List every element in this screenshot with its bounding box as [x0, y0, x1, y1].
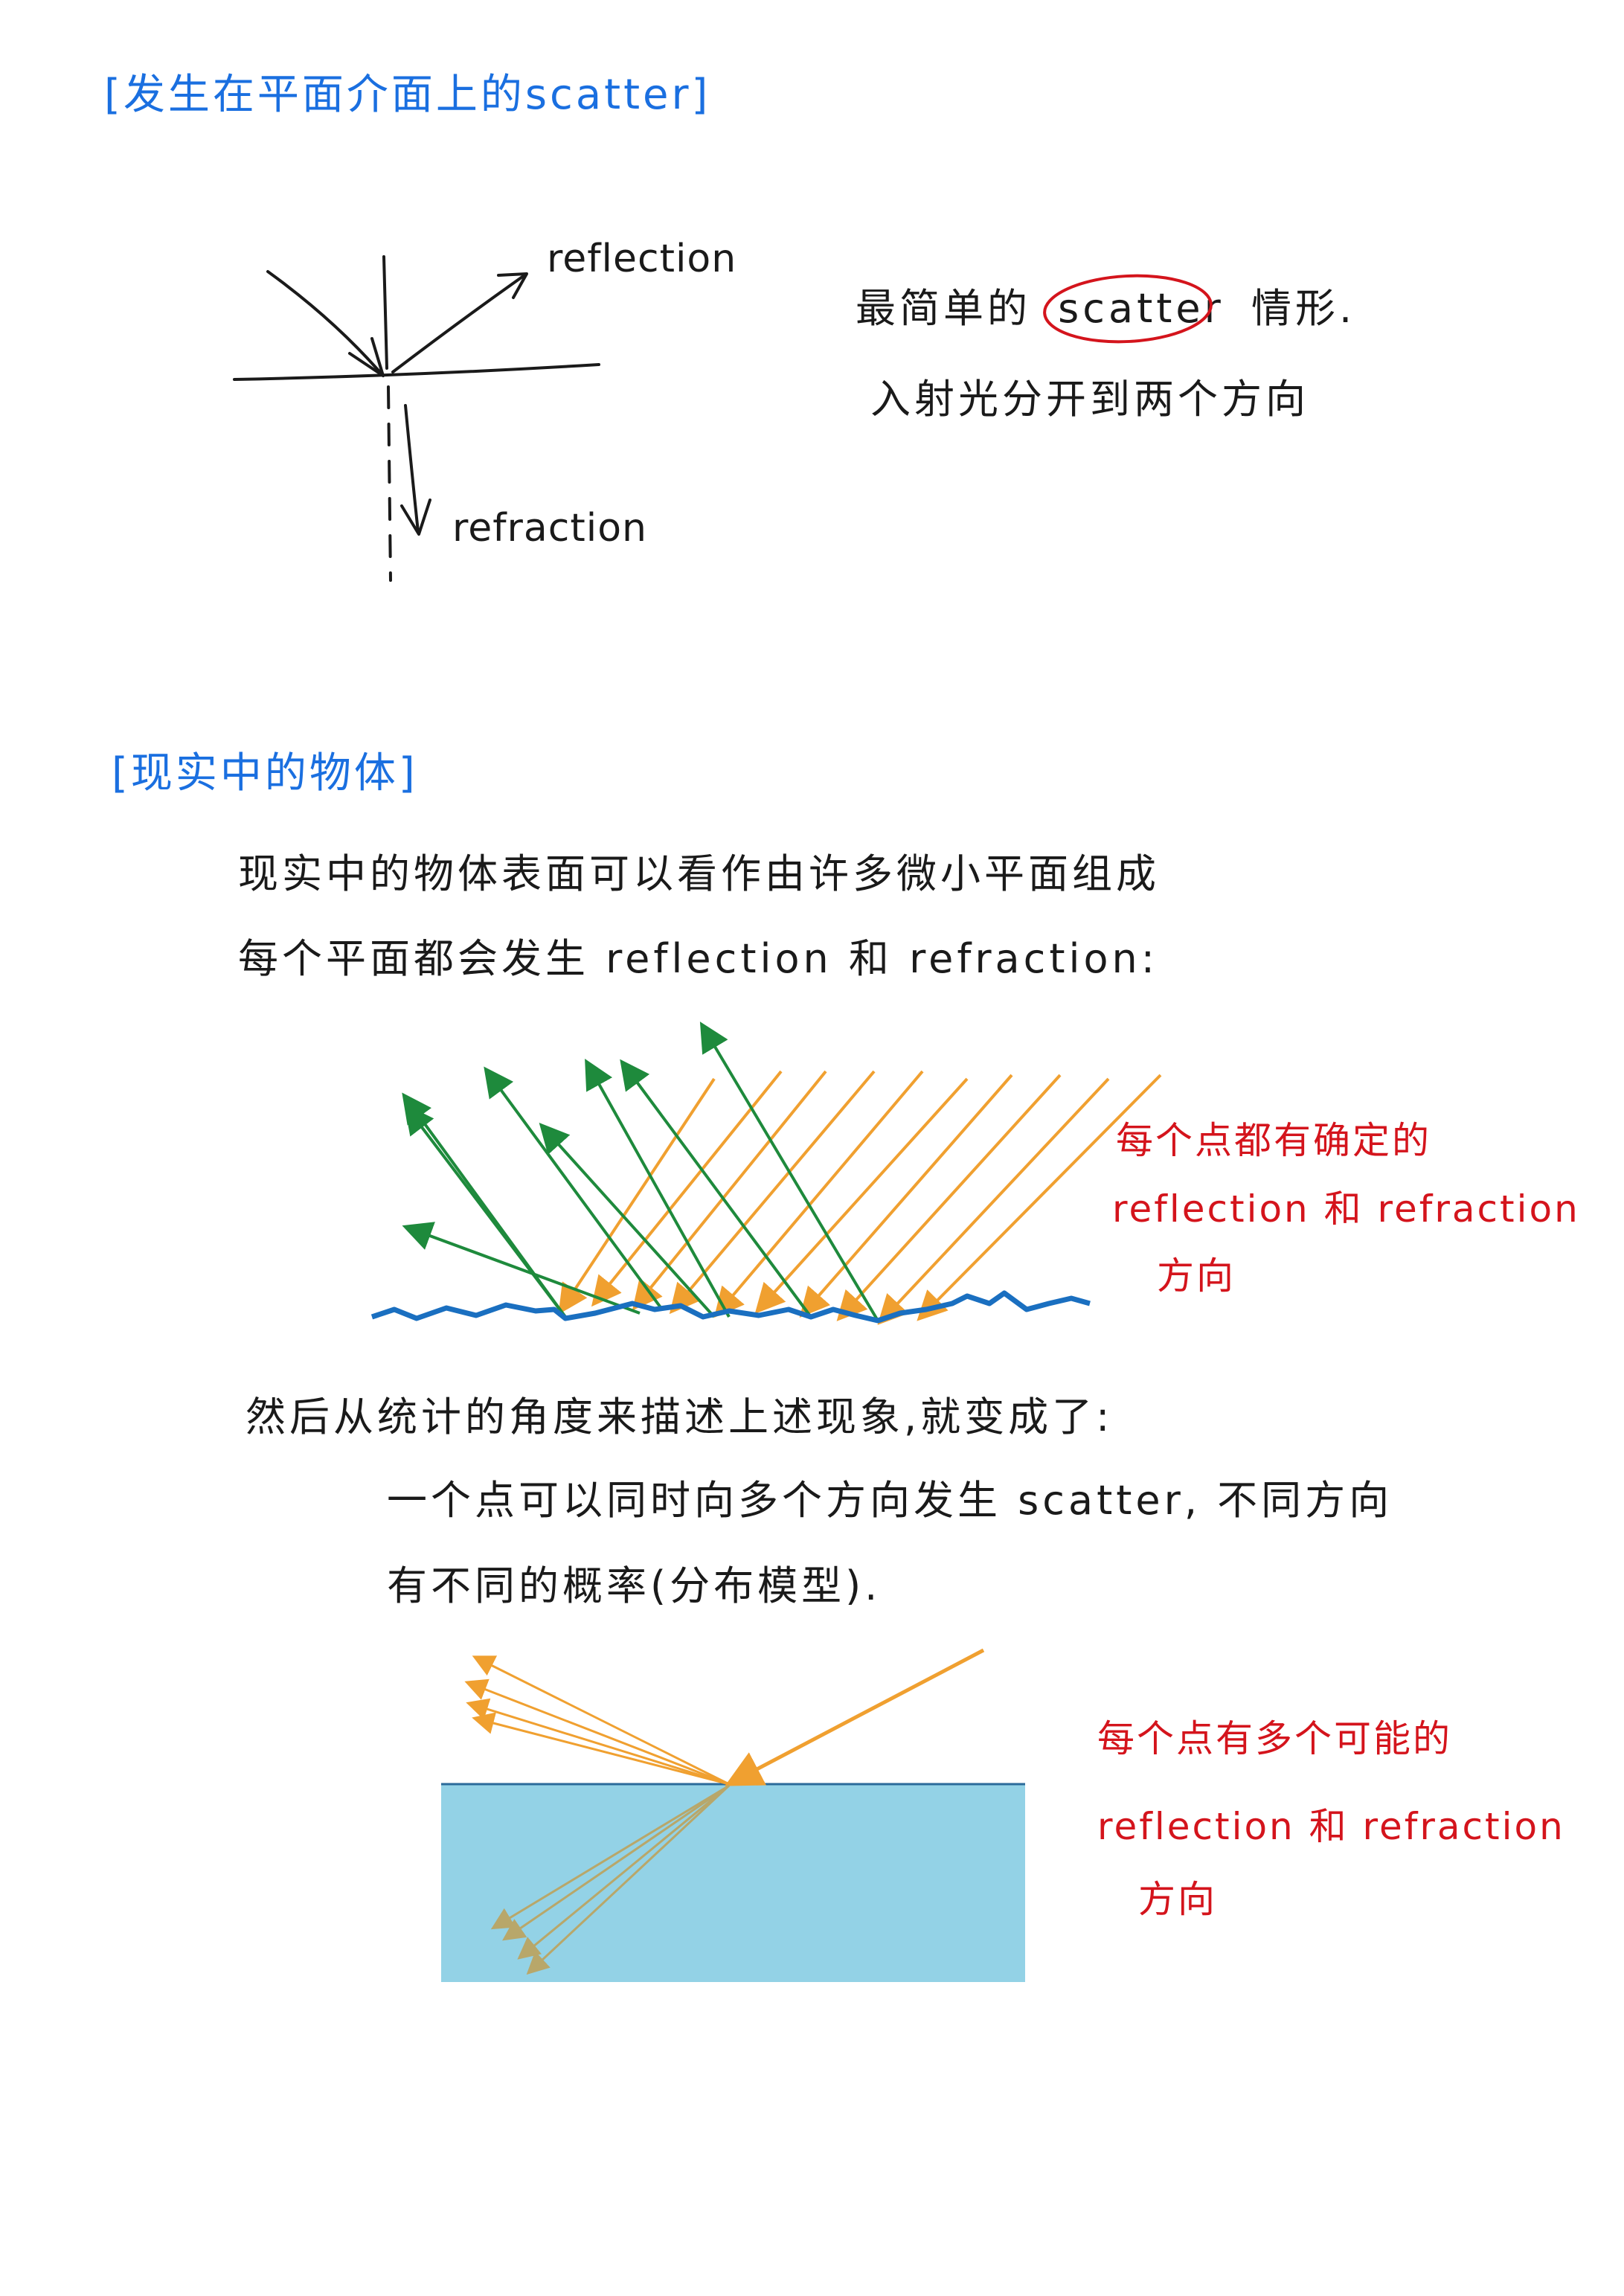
- incident-arrowhead: [348, 337, 385, 377]
- paragraph-line-2: 每个平面都会发生 reflection 和 refraction:: [238, 935, 1158, 982]
- circled-scatter-text: scatter: [1058, 285, 1225, 332]
- paragraph-line-1: 现实中的物体表面可以看作由许多微小平面组成: [238, 850, 1160, 897]
- section1-heading: [发生在平面介面上的scatter]: [104, 71, 711, 119]
- reflected-rays: [402, 1022, 879, 1322]
- paragraph2-line-3: 有不同的概率(分布模型).: [387, 1562, 882, 1609]
- normal-line-upper: [382, 255, 388, 370]
- rough-surface: [370, 1290, 1091, 1324]
- normal-line-lower: [387, 385, 392, 582]
- red-note-2-line-2: reflection 和 refraction: [1097, 1805, 1565, 1848]
- reflected-ray: [391, 274, 526, 373]
- red-note-1-line-2: reflection 和 refraction: [1112, 1187, 1580, 1231]
- refracted-arrowhead: [400, 498, 431, 536]
- note-text-after: 情形.: [1251, 285, 1356, 332]
- refracted-fan: [490, 1784, 731, 1975]
- circled-scatter: scatter: [1043, 274, 1235, 344]
- note-text-before: 最简单的: [856, 285, 1031, 332]
- refracted-ray: [404, 404, 420, 533]
- refraction-label: refraction: [452, 506, 647, 551]
- interface-line: [233, 363, 600, 381]
- section2-heading: [现实中的物体]: [112, 749, 418, 798]
- red-note-1-line-1: 每个点都有确定的: [1116, 1119, 1431, 1162]
- incident-ray-dist: [725, 1648, 985, 1786]
- reflection-label: reflection: [547, 237, 737, 281]
- simplest-scatter-note: 最简单的 scatter 情形.: [856, 274, 1355, 344]
- split-into-two-note: 入射光分开到两个方向: [870, 376, 1309, 423]
- red-note-2-line-1: 每个点有多个可能的: [1097, 1717, 1452, 1760]
- paragraph2-line-1: 然后从统计的角度来描述上述现象,就变成了:: [245, 1394, 1114, 1440]
- red-note-1-line-3: 方向: [1157, 1254, 1236, 1298]
- reflected-arrowhead: [497, 272, 528, 299]
- red-circle-mark: [1043, 274, 1213, 344]
- reflected-fan: [464, 1655, 730, 1786]
- paragraph2-line-2: 一个点可以同时向多个方向发生 scatter, 不同方向: [387, 1477, 1393, 1524]
- incident-rays: [558, 1070, 1162, 1325]
- red-note-2-line-3: 方向: [1138, 1878, 1217, 1921]
- medium-block: [441, 1784, 1025, 1982]
- incident-ray: [266, 270, 385, 377]
